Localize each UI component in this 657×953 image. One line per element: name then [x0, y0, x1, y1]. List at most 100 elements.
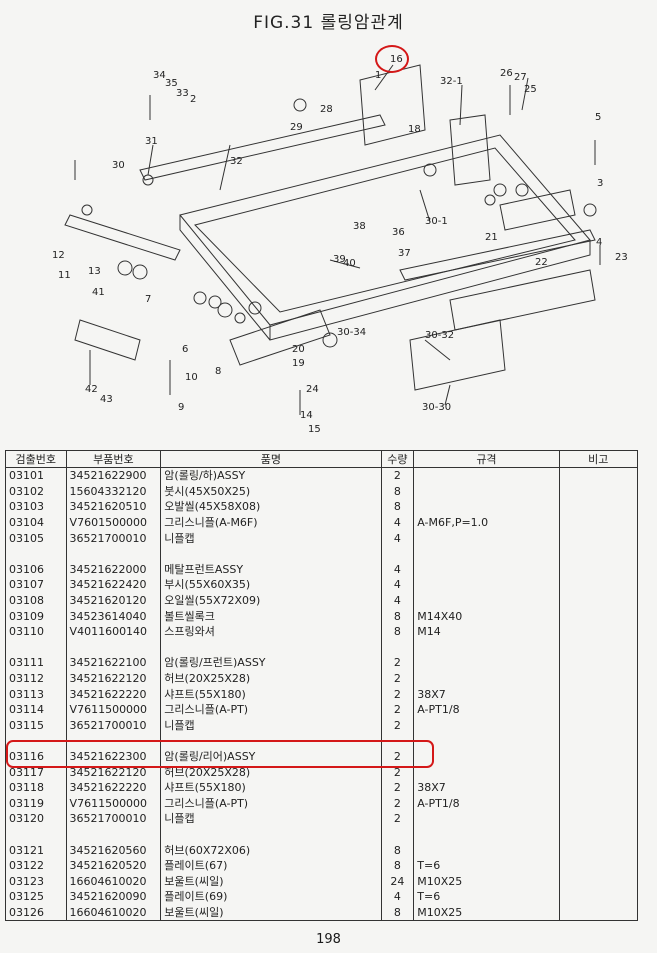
cell-quantity [380, 639, 415, 656]
cell-quantity: 8 [380, 842, 415, 858]
cell-quantity: 2 [380, 701, 415, 718]
header-code: 검출번호 [5, 450, 67, 468]
cell-quantity: 8 [380, 904, 415, 922]
cell-part-number: 15604332120 [65, 483, 162, 500]
table-row [5, 826, 639, 843]
table-header-row: 검출번호 부품번호 품명 수량 규격 비고 [5, 450, 639, 468]
cell-code: 03104 [5, 514, 67, 531]
cell-part-name [160, 639, 382, 656]
cell-part-number: 34521622120 [65, 764, 162, 780]
cell-code: 03121 [5, 842, 67, 858]
cell-code: 03126 [5, 904, 67, 922]
cell-quantity: 4 [380, 577, 415, 593]
cell-note [558, 748, 639, 765]
cell-code [5, 639, 67, 656]
cell-part-name: 스프링와셔 [160, 623, 382, 640]
cell-code: 03117 [5, 764, 67, 780]
cell-note [558, 623, 639, 640]
cell-quantity: 2 [380, 779, 415, 796]
cell-part-number: 34523614040 [65, 608, 162, 624]
cell-quantity: 24 [380, 873, 415, 890]
cell-code [5, 545, 67, 562]
callout-27: 27 [514, 72, 527, 83]
callout-37: 37 [398, 248, 411, 259]
cell-note [558, 545, 639, 562]
cell-note [558, 904, 639, 922]
cell-code: 03105 [5, 530, 67, 546]
cell-spec: M10X25 [413, 873, 560, 890]
cell-spec [413, 483, 560, 500]
header-note: 비고 [558, 450, 639, 468]
cell-quantity: 4 [380, 530, 415, 546]
cell-part-name: 허브(20X25X28) [160, 670, 382, 687]
cell-quantity: 8 [380, 857, 415, 874]
cell-code: 03107 [5, 577, 67, 593]
cell-part-name: 부시(55X60X35) [160, 577, 382, 593]
cell-note [558, 842, 639, 858]
cell-quantity: 2 [380, 748, 415, 765]
callout-32: 32 [230, 156, 243, 167]
cell-spec [413, 655, 560, 671]
cell-spec [413, 842, 560, 858]
callout-28: 28 [320, 104, 333, 115]
cell-spec [413, 592, 560, 609]
cell-note [558, 889, 639, 905]
callout-24: 24 [306, 384, 319, 395]
cell-spec: A-PT1/8 [413, 795, 560, 812]
callout-42: 42 [85, 384, 98, 395]
cell-part-number: V7611500000 [65, 701, 162, 718]
cell-part-name [160, 733, 382, 749]
cell-quantity: 4 [380, 561, 415, 578]
cell-spec [413, 467, 560, 484]
callout-6: 6 [182, 344, 188, 355]
cell-part-number: 34521622420 [65, 577, 162, 593]
cell-quantity: 2 [380, 717, 415, 734]
cell-part-number: 16604610020 [65, 904, 162, 922]
cell-code: 03101 [5, 467, 67, 484]
cell-quantity: 4 [380, 889, 415, 905]
cell-part-number: 34521622100 [65, 655, 162, 671]
cell-note [558, 514, 639, 531]
cell-spec [413, 499, 560, 515]
cell-part-name: 플레이트(69) [160, 889, 382, 905]
cell-note [558, 811, 639, 827]
callout-5: 5 [595, 112, 601, 123]
cell-code: 03122 [5, 857, 67, 874]
cell-spec [413, 545, 560, 562]
cell-note [558, 701, 639, 718]
cell-code: 03106 [5, 561, 67, 578]
callout-20: 20 [292, 344, 305, 355]
cell-note [558, 779, 639, 796]
cell-part-name: 메탈프런트ASSY [160, 561, 382, 578]
header-part-name: 품명 [160, 450, 382, 468]
callout-22: 22 [535, 257, 548, 268]
cell-quantity: 2 [380, 467, 415, 484]
cell-spec: M14X40 [413, 608, 560, 624]
cell-code: 03111 [5, 655, 67, 671]
cell-part-name: 니플캡 [160, 717, 382, 734]
cell-part-number: 34521620120 [65, 592, 162, 609]
cell-spec: 38X7 [413, 686, 560, 702]
cell-spec [413, 639, 560, 656]
cell-note [558, 655, 639, 671]
cell-note [558, 717, 639, 734]
cell-part-number: 34521620560 [65, 842, 162, 858]
callout-31: 31 [145, 136, 158, 147]
cell-note [558, 530, 639, 546]
callout-33: 33 [176, 88, 189, 99]
callout-39: 39 [333, 254, 346, 265]
cell-code [5, 826, 67, 843]
